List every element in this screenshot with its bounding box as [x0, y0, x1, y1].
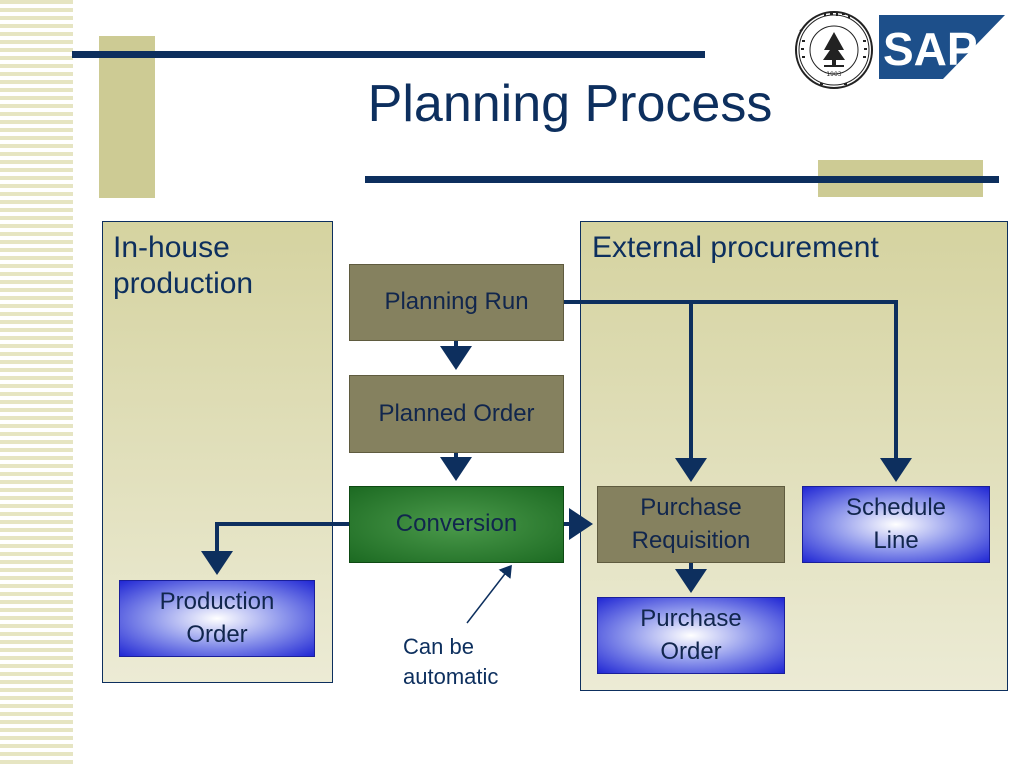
seal-year: 1903	[826, 71, 841, 78]
in-house-line-2: production	[113, 267, 254, 300]
in-house-production-label: In-house production	[113, 230, 253, 302]
in-house-line-1: In-house	[113, 231, 230, 264]
sap-logo-text: SAP	[883, 23, 978, 75]
annotation-pointer	[466, 564, 512, 624]
title-rule-top	[72, 51, 705, 58]
university-seal-logo: 1903	[795, 11, 873, 89]
arrow-conversion-to-production-order	[201, 522, 349, 575]
striped-margin	[0, 0, 73, 768]
purchase-requisition-box: Purchase Requisition	[597, 486, 785, 563]
arrow-run-to-requisition	[564, 300, 707, 482]
external-procurement-label: External procurement	[592, 231, 879, 264]
production-order-box: Production Order	[119, 580, 315, 657]
conversion-box: Conversion	[349, 486, 564, 563]
schedule-line-box: Schedule Line	[802, 486, 990, 563]
page-title: Planning Process	[367, 75, 773, 133]
sap-logo: SAP	[879, 15, 1005, 79]
planning-run-box: Planning Run	[349, 264, 564, 341]
can-be-automatic-note: Can be automatic	[403, 634, 499, 689]
title-rule-bottom	[365, 176, 999, 183]
planned-order-box: Planned Order	[349, 375, 564, 453]
purchase-order-box: Purchase Order	[597, 597, 785, 674]
arrow-run-to-schedule-line	[691, 300, 912, 482]
decor-block-left	[99, 36, 155, 198]
